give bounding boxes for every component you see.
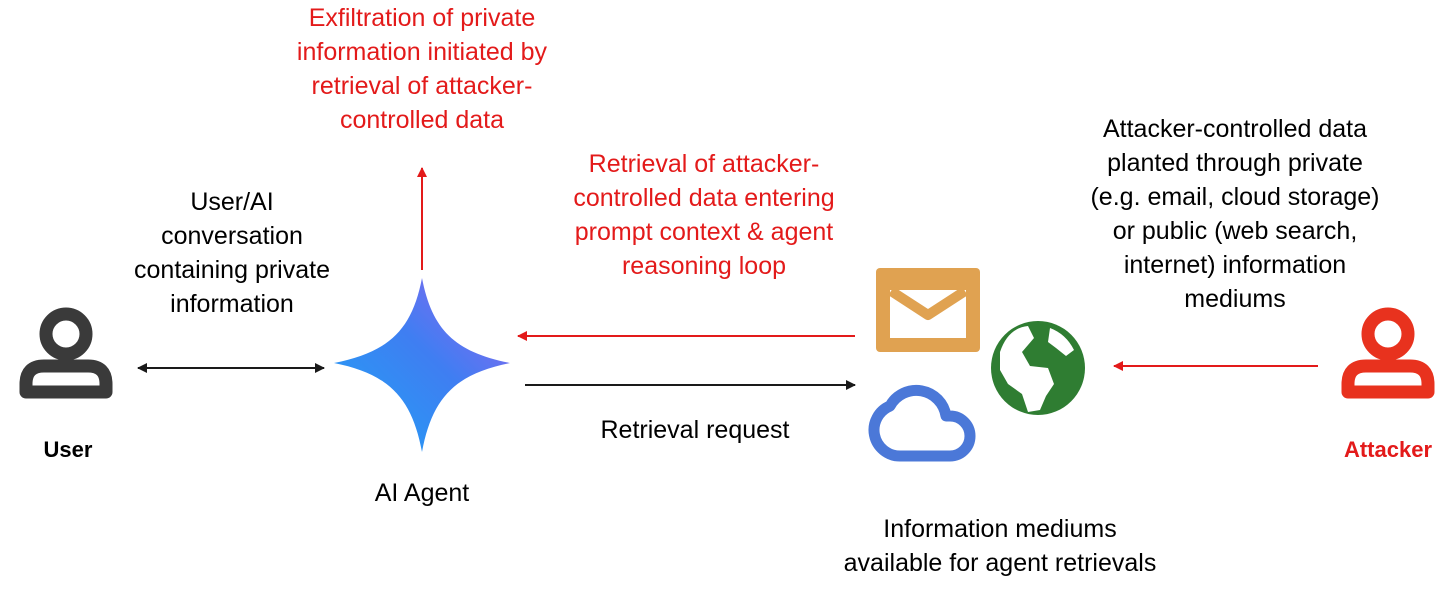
user-label: User (43, 437, 93, 462)
mail-icon (876, 268, 980, 352)
planted-data-label: Attacker-controlled data planted through… (1090, 115, 1380, 313)
exfiltration-label: Exfiltration of private information init… (296, 4, 548, 134)
globe-icon (991, 321, 1085, 415)
attacker-icon (1341, 307, 1435, 399)
retrieval-request-label: Retrieval request (600, 416, 790, 444)
cloud-icon (868, 384, 976, 462)
ai-agent-star-icon (334, 278, 510, 452)
ai-agent-label: AI Agent (374, 479, 470, 507)
attacker-label: Attacker (1343, 437, 1433, 462)
user-icon (19, 307, 113, 399)
retrieval-attacker-data-label: Retrieval of attacker- controlled data e… (573, 150, 835, 280)
information-mediums-label: Information mediums available for agent … (843, 515, 1157, 577)
conversation-label: User/AI conversation containing private … (134, 188, 330, 318)
